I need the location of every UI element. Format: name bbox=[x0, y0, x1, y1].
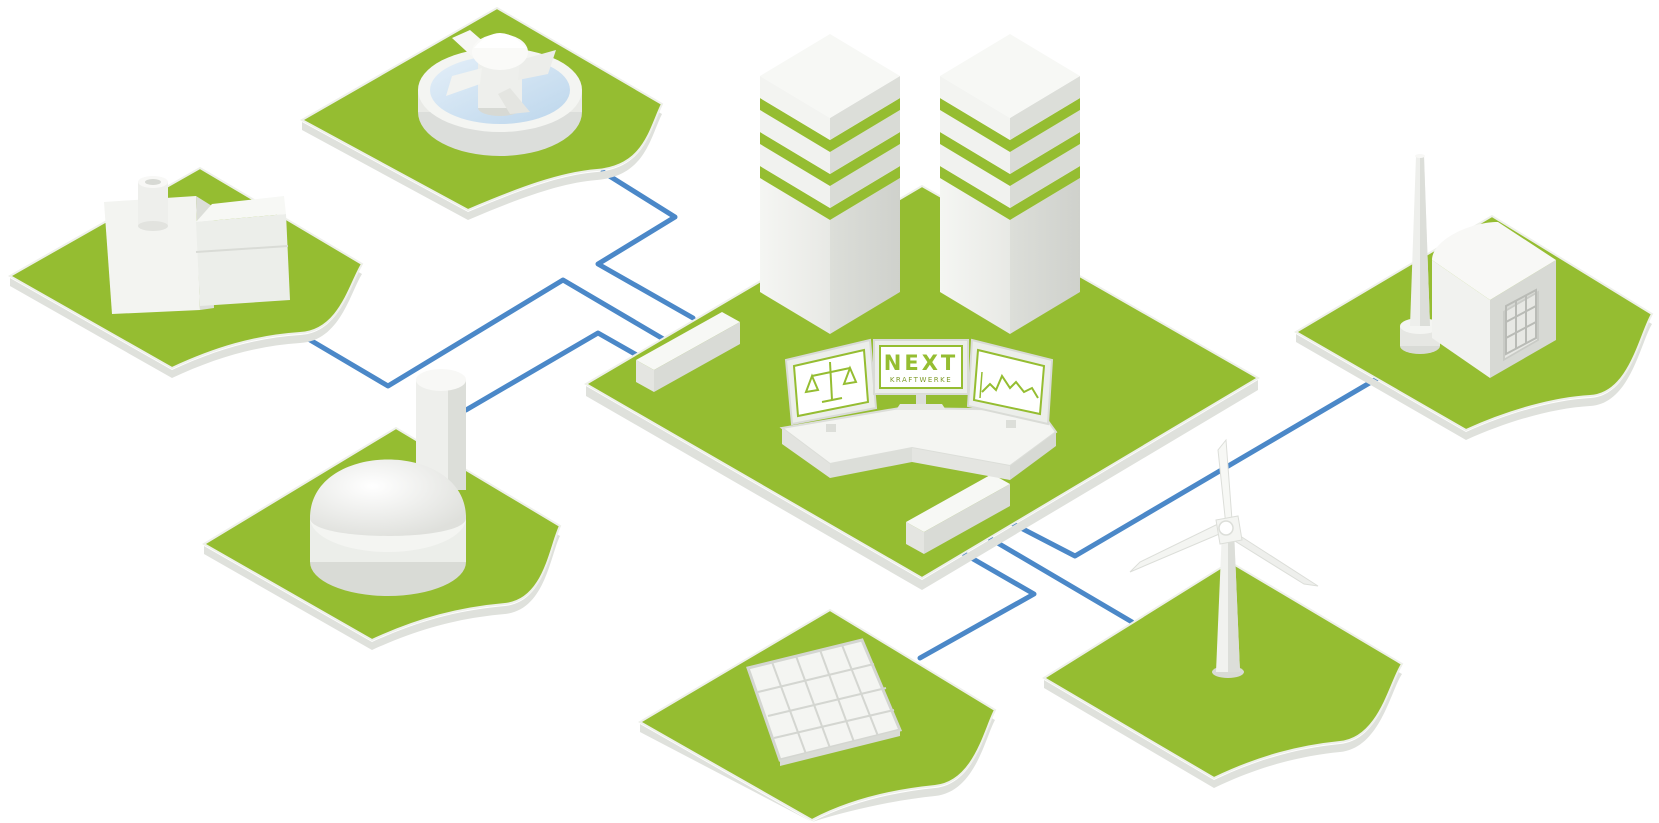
scales-icon bbox=[804, 361, 858, 403]
biogas-plant bbox=[202, 369, 562, 650]
brand-name: NEXT bbox=[884, 351, 958, 375]
brand-screen: NEXT KRAFTWERKE bbox=[873, 339, 969, 410]
control-desk bbox=[779, 406, 1058, 480]
biogas-digester-icon bbox=[310, 369, 466, 596]
chart-screen bbox=[966, 338, 1054, 428]
water-turbine-icon bbox=[418, 30, 582, 156]
cable-hydro bbox=[595, 169, 696, 321]
solar-power-plant bbox=[638, 608, 997, 822]
wind-power-plant bbox=[1042, 438, 1404, 788]
line-chart-icon bbox=[981, 373, 1039, 399]
server-tower-right bbox=[940, 34, 1080, 334]
brand-subtitle: KRAFTWERKE bbox=[890, 376, 952, 384]
factory-icon bbox=[104, 176, 290, 314]
server-towers-icon bbox=[760, 34, 1080, 334]
cable-biogas bbox=[463, 330, 645, 413]
server-tower-left bbox=[760, 34, 900, 334]
power-house-icon bbox=[1432, 222, 1556, 378]
trading-screen bbox=[784, 338, 878, 432]
control-center: NEXT KRAFTWERKE bbox=[584, 34, 1260, 590]
solar-panel-icon bbox=[746, 638, 903, 766]
junction-box-right bbox=[906, 474, 1010, 554]
combined-heat-power-plant bbox=[1294, 154, 1654, 440]
wind-turbine-icon bbox=[1129, 438, 1319, 678]
industrial-plant bbox=[7, 166, 364, 378]
cable-industrial bbox=[302, 277, 668, 389]
chimney-icon bbox=[1400, 154, 1440, 354]
cable-wind bbox=[959, 519, 1135, 625]
junction-box-left bbox=[636, 312, 740, 392]
hydro-power-plant bbox=[299, 6, 664, 220]
